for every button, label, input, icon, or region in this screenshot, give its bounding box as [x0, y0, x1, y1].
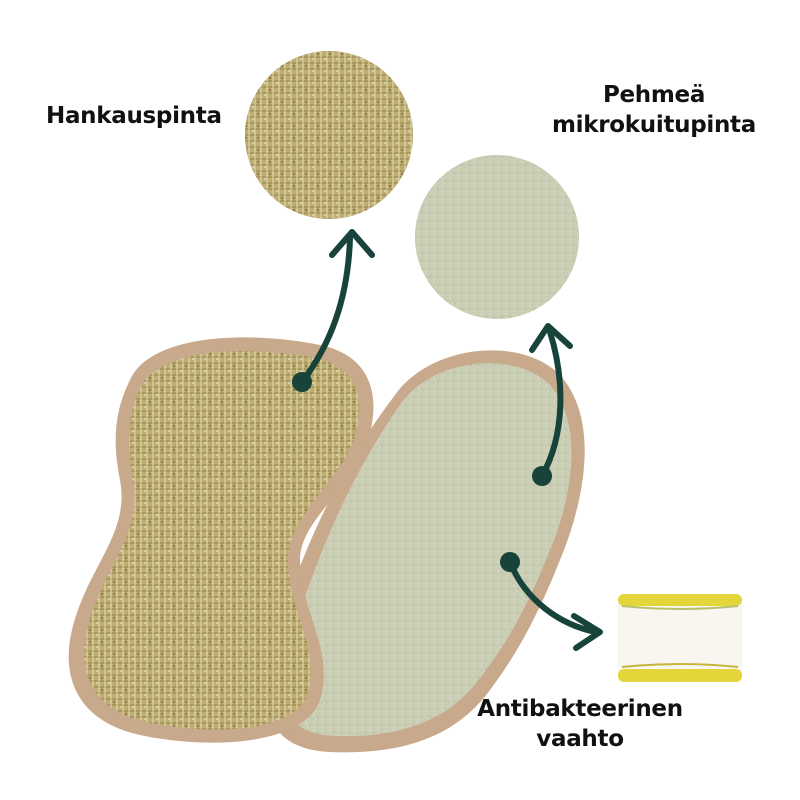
foam-swatch [618, 594, 742, 682]
microfiber-label-line-1: Pehmeä [602, 82, 706, 108]
microfiber-texture-swatch [415, 155, 579, 319]
scrub-sponge [68, 337, 374, 743]
foam-label-line-2: vaahto [536, 726, 624, 752]
microfiber-sponge [265, 350, 585, 753]
arrow-icon [292, 229, 375, 392]
scrub-surface-label: Hankauspinta [46, 103, 222, 129]
microfiber-surface-label: Pehmeä mikrokuitupinta [536, 80, 772, 140]
foam-label: Antibakteerinen vaahto [462, 694, 698, 754]
microfiber-label-line-2: mikrokuitupinta [552, 112, 756, 138]
arrow-icon [500, 552, 603, 651]
arrow-icon [529, 323, 573, 486]
foam-label-line-1: Antibakteerinen [477, 696, 683, 722]
scrub-texture-swatch [245, 51, 413, 219]
